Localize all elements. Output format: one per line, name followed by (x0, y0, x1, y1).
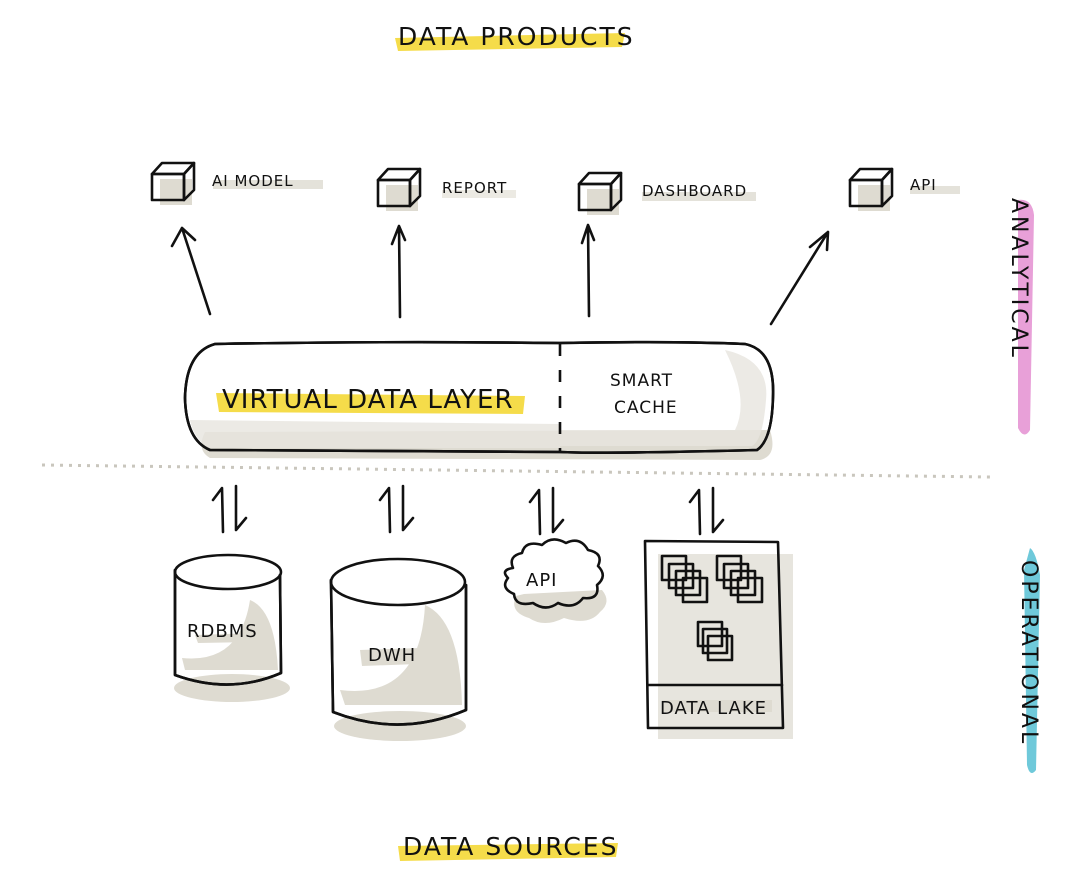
source-label: DWH (368, 645, 416, 666)
product-report: REPORT (376, 167, 516, 211)
product-api: API (848, 167, 960, 211)
arrow-to-dashboard (580, 223, 596, 318)
bidirectional-arrow-api (528, 486, 565, 536)
cloud-icon (503, 538, 605, 609)
bidirectional-arrow-dwh (378, 484, 415, 534)
virtual-data-layer: VIRTUAL DATA LAYER SMART CACHE (183, 340, 775, 460)
zone-analytical: ANALYTICAL (1006, 198, 1034, 435)
data-products-title: DATA PRODUCTS (395, 22, 635, 51)
operational-highlight (1024, 548, 1040, 774)
data-sources-title: DATA SOURCES (398, 832, 618, 861)
product-label: REPORT (442, 179, 507, 197)
bidirectional-arrow-data-lake (688, 486, 725, 536)
cube-icon (577, 171, 623, 215)
smart-cache-label-line2: CACHE (614, 398, 678, 418)
source-label: DATA LAKE (660, 698, 767, 719)
product-label: AI MODEL (212, 172, 294, 190)
source-label: RDBMS (187, 621, 258, 642)
data-products-title-text: DATA PRODUCTS (398, 22, 635, 51)
database-cylinder-icon (173, 553, 283, 591)
title-highlight (395, 33, 625, 51)
source-data-lake: DATA LAKE (643, 539, 793, 739)
zone-operational: OPERATIONAL (1016, 548, 1041, 774)
product-label: API (910, 176, 937, 194)
file-stack-icon (715, 554, 764, 604)
product-ai-model: AI MODEL (150, 161, 323, 205)
cube-icon (848, 167, 894, 211)
title-highlight (398, 843, 618, 861)
zone-separator-line (41, 463, 991, 479)
source-api: API (503, 538, 607, 623)
source-label: API (526, 570, 557, 591)
operational-label: OPERATIONAL (1016, 560, 1041, 746)
arrow-to-ai-model (170, 226, 212, 316)
cube-icon (376, 167, 422, 211)
cube-icon (150, 161, 196, 205)
analytical-label: ANALYTICAL (1006, 198, 1031, 360)
file-stack-icon (660, 554, 709, 604)
smart-cache-label-line1: SMART (610, 371, 673, 391)
database-cylinder-icon (329, 557, 467, 607)
arrow-to-report (390, 224, 407, 319)
layer-highlight (216, 393, 525, 414)
virtual-data-layer-label: VIRTUAL DATA LAYER (222, 385, 514, 415)
product-dashboard: DASHBOARD (577, 171, 756, 215)
file-stack-icon (696, 620, 734, 662)
data-sources-title-text: DATA SOURCES (403, 832, 618, 861)
arrow-to-api (769, 230, 830, 326)
product-label: DASHBOARD (642, 182, 747, 200)
source-dwh: DWH (329, 557, 468, 741)
analytical-highlight (1018, 199, 1034, 435)
bidirectional-arrow-rdbms (211, 484, 248, 534)
source-rdbms: RDBMS (173, 553, 290, 702)
